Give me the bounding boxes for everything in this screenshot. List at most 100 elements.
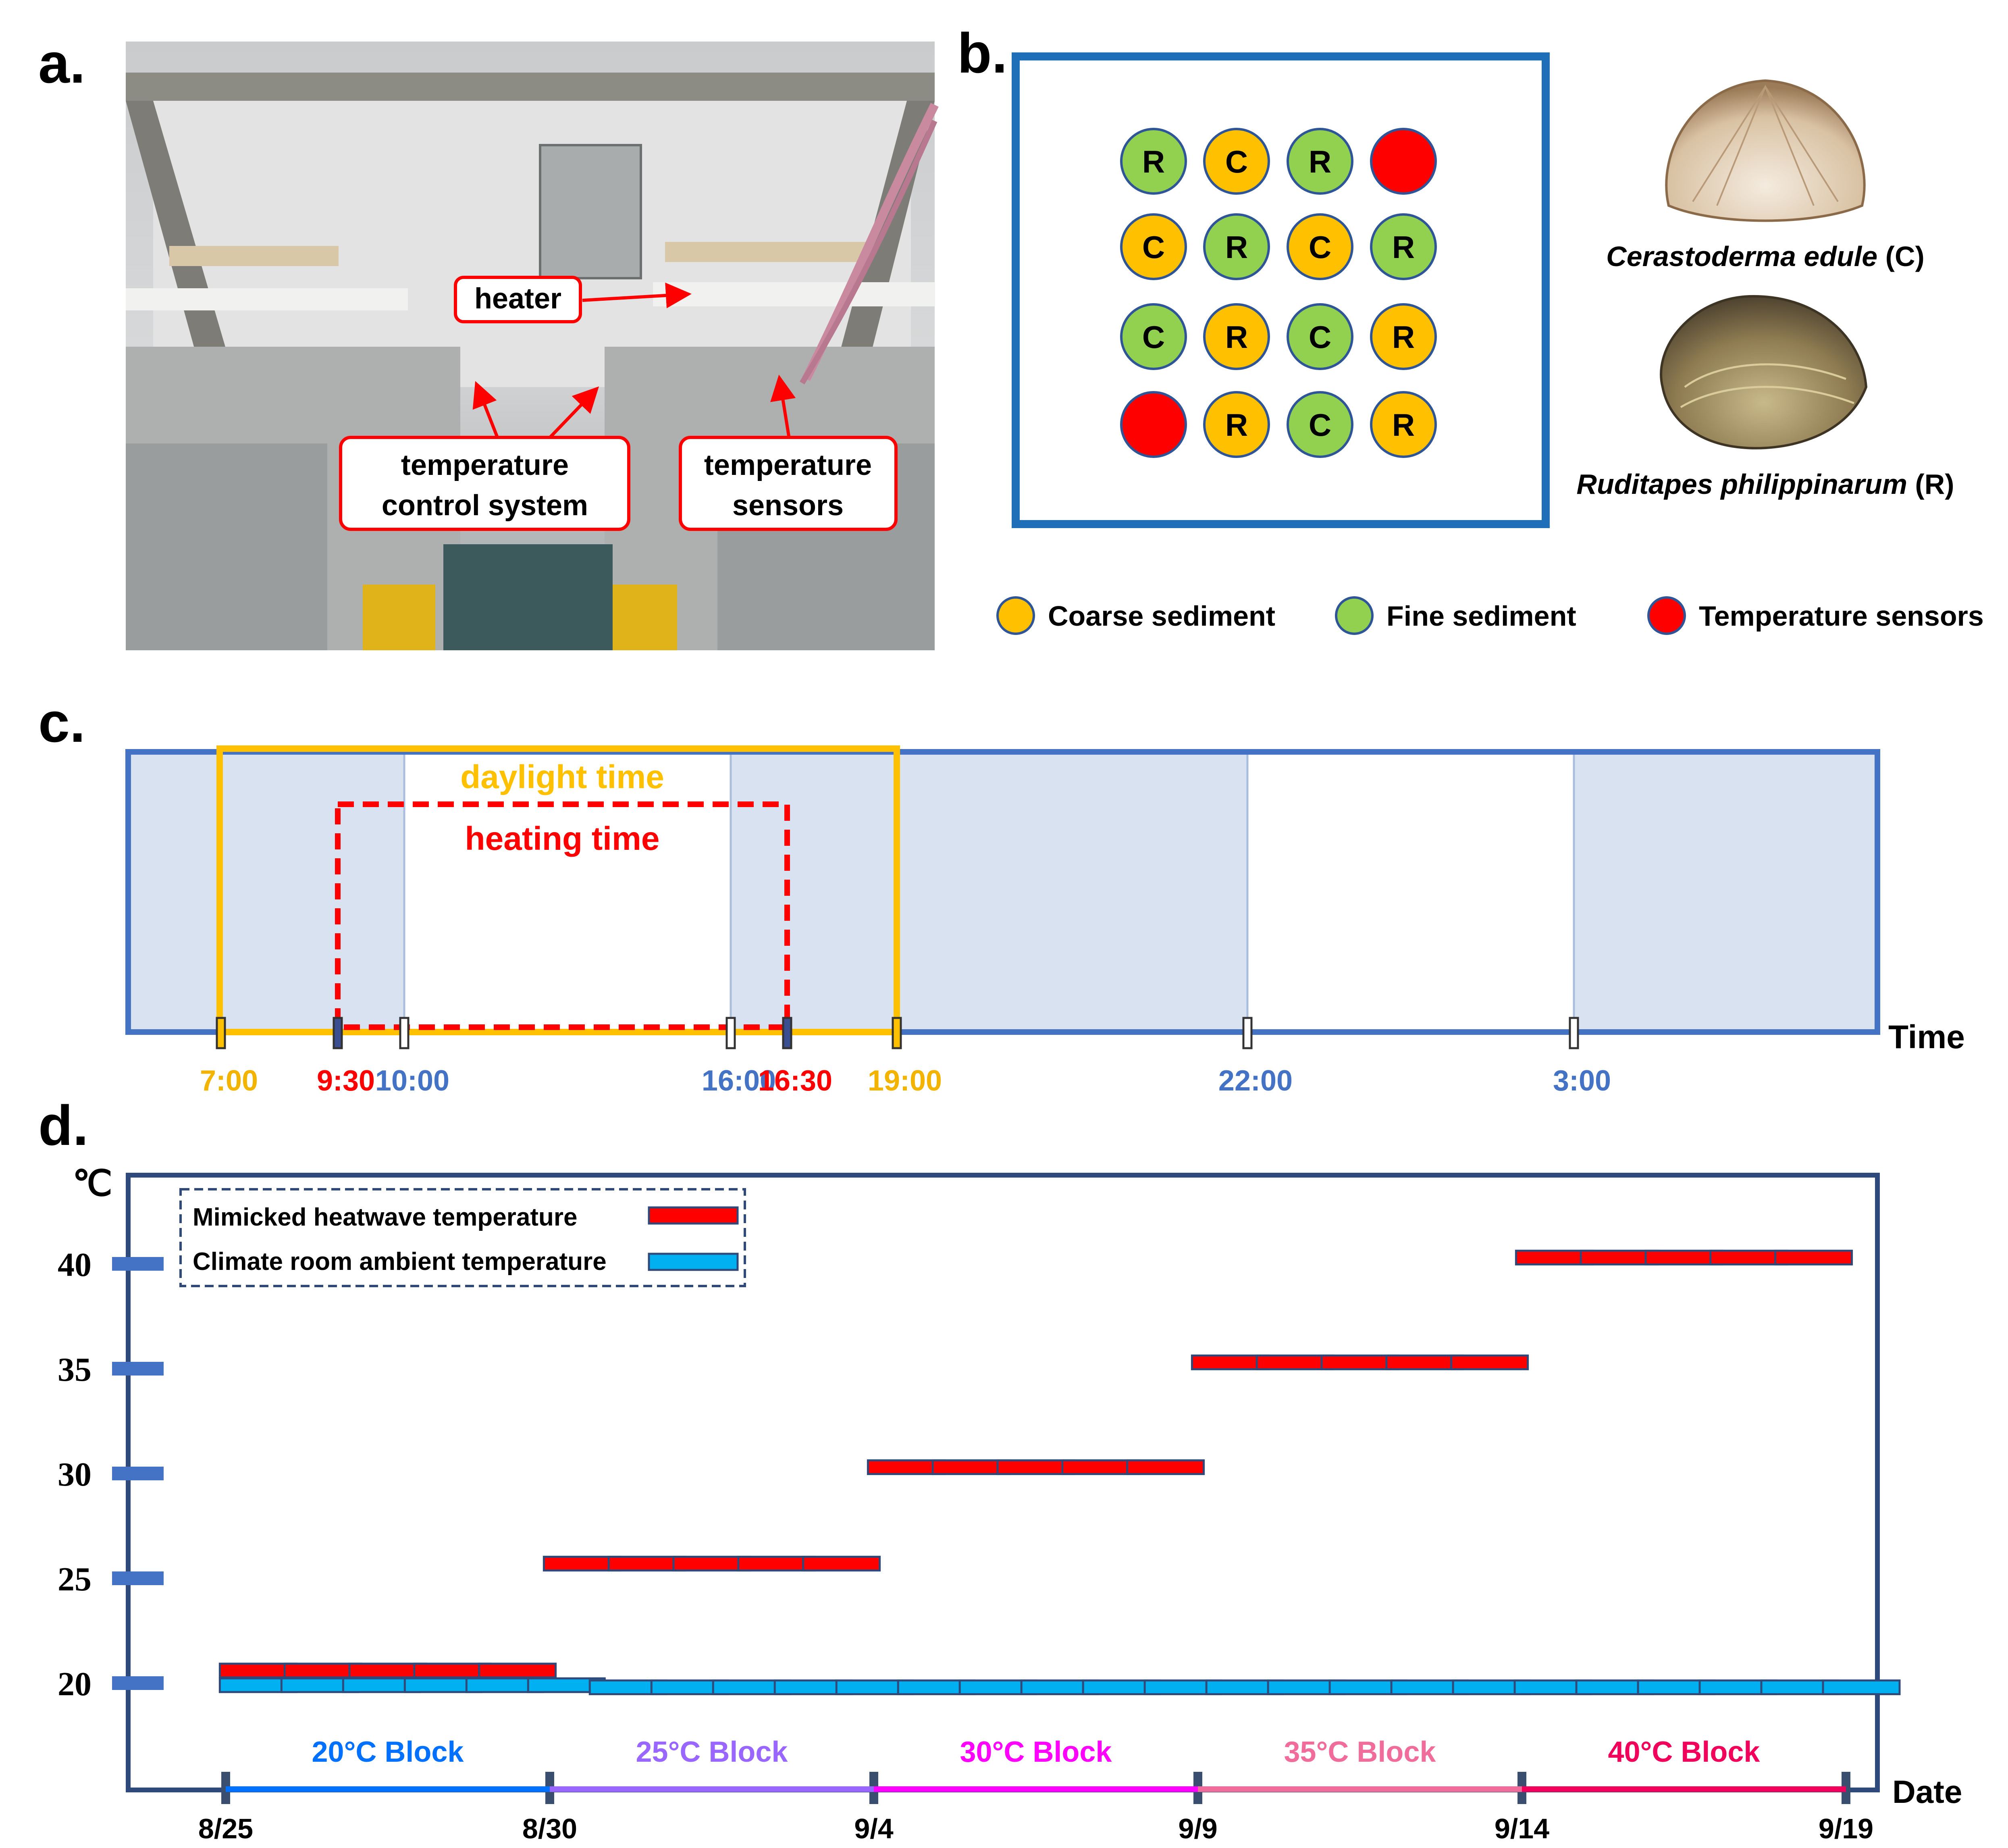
- legend-coarse-swatch: [996, 596, 1035, 635]
- y-tick-label: 35: [58, 1351, 91, 1388]
- grid-cell-coarse: [1203, 128, 1270, 195]
- grid-cell-fine: [1120, 303, 1187, 370]
- legend-sensor-swatch: [1647, 596, 1686, 635]
- sediment-grid: R C R C R C R C R C R R C R: [1120, 128, 1437, 458]
- y-tick-label: 30: [58, 1456, 91, 1493]
- legend-fine-swatch: [1335, 596, 1374, 635]
- timeline-tick-marker: [1242, 1017, 1253, 1049]
- grid-cell-letter: C: [1142, 229, 1165, 265]
- panel-letter-d: d.: [38, 1094, 88, 1157]
- temperature-sensors-label-line2: sensors: [732, 489, 844, 522]
- y-tick-mark: [112, 1571, 164, 1585]
- y-tick-label: 20: [58, 1665, 91, 1703]
- legend-coarse-label: Coarse sediment: [1048, 600, 1275, 632]
- chart-series: [218, 1249, 1901, 1695]
- grid-cell-fine: [1370, 213, 1437, 280]
- heatwave-point: [1126, 1459, 1205, 1475]
- grid-cell-fine: [1287, 303, 1353, 370]
- grid-cell-fine: [1287, 391, 1353, 458]
- x-tick-label: 9/4: [854, 1813, 893, 1844]
- panel-a-photo: [126, 42, 939, 650]
- grid-cell-letter: C: [1309, 407, 1331, 443]
- grid-cell-letter: R: [1309, 144, 1331, 179]
- temperature-control-callout: temperature control system: [339, 436, 630, 531]
- timeline-tick-label: 22:00: [1218, 1065, 1293, 1097]
- cerastoderma-code: (C): [1877, 241, 1925, 272]
- x-tick-label: 9/14: [1495, 1813, 1549, 1844]
- timeline-tick-marker: [725, 1017, 736, 1049]
- heatwave-point: [802, 1556, 881, 1572]
- timeline-tick-label: 19:00: [868, 1065, 942, 1097]
- grid-cell-fine: [1287, 128, 1353, 195]
- grid-cell-letter: R: [1225, 407, 1248, 443]
- panel-letter-a: a.: [38, 31, 85, 95]
- grid-cell-letter: C: [1309, 229, 1331, 265]
- y-tick-mark: [112, 1467, 164, 1480]
- cerastoderma-species-name: Cerastoderma edule: [1606, 241, 1877, 272]
- grid-cell-letter: R: [1392, 319, 1415, 355]
- ruditapes-label: Ruditapes philippinarum (R): [1576, 468, 1954, 500]
- grid-cell-letter: R: [1392, 407, 1415, 443]
- timeline-tick-marker: [1569, 1017, 1579, 1049]
- ruditapes-species-name: Ruditapes philippinarum: [1576, 468, 1907, 500]
- grid-cell-letter: R: [1142, 144, 1165, 179]
- grid-cell-sensor: [1370, 128, 1437, 195]
- heating-time-label: heating time: [465, 820, 660, 857]
- timeline-tick-label: 10:00: [375, 1065, 449, 1097]
- heater-label: heater: [474, 283, 561, 315]
- sediment-legend: Coarse sediment Fine sediment Temperatur…: [996, 596, 1984, 635]
- ruditapes-code: (R): [1907, 468, 1954, 500]
- panel-letter-b: b.: [957, 21, 1007, 85]
- grid-cell-fine: [1203, 213, 1270, 280]
- legend-heatwave-label: Mimicked heatwave temperature: [193, 1203, 578, 1231]
- legend-ambient-label: Climate room ambient temperature: [193, 1248, 607, 1276]
- grid-cell-coarse: [1370, 303, 1437, 370]
- y-axis-unit: ℃: [73, 1164, 112, 1203]
- grid-cell-letter: C: [1309, 319, 1331, 355]
- x-tick-label: 8/30: [522, 1813, 577, 1844]
- legend-sensor-label: Temperature sensors: [1699, 600, 1984, 632]
- timeline-tick-label: 3:00: [1553, 1065, 1611, 1097]
- grid-cell-coarse: [1203, 391, 1270, 458]
- ambient-point: [1822, 1679, 1901, 1695]
- grid-cell-letter: R: [1392, 229, 1415, 265]
- grid-cell-coarse: [1120, 213, 1187, 280]
- grid-cell-letter: C: [1142, 319, 1165, 355]
- y-tick-label: 40: [58, 1246, 91, 1284]
- block-label: 40°C Block: [1608, 1736, 1761, 1768]
- temperature-sensors-callout: temperature sensors: [679, 436, 898, 531]
- grid-cell-letter: R: [1225, 229, 1248, 265]
- temperature-control-label-line1: temperature: [401, 449, 569, 481]
- temperature-control-label-line2: control system: [382, 489, 588, 522]
- cerastoderma-label: Cerastoderma edule (C): [1606, 241, 1925, 272]
- y-tick-mark: [112, 1676, 164, 1690]
- grid-cell-coarse: [1370, 391, 1437, 458]
- heatwave-point: [1774, 1249, 1853, 1265]
- daylight-window: [216, 745, 900, 1035]
- grid-cell-letter: C: [1225, 144, 1248, 179]
- timeline-tick-label: 9:30: [317, 1065, 375, 1097]
- grid-cell-fine: [1120, 128, 1187, 195]
- legend-ambient-swatch: [648, 1253, 739, 1271]
- sediment-layout-frame: [1012, 52, 1550, 528]
- timeline-tick-label: 16:30: [758, 1065, 832, 1097]
- heating-window: [335, 801, 790, 1030]
- timeline-tick-marker: [399, 1017, 409, 1049]
- cerastoderma-shell-image: [1665, 79, 1866, 222]
- block-label: 35°C Block: [1284, 1736, 1436, 1768]
- x-axis-label: Date: [1892, 1774, 1962, 1810]
- grid-cell-coarse: [1203, 303, 1270, 370]
- timeline-tick-marker: [782, 1017, 792, 1049]
- block-label: 20°C Block: [312, 1736, 464, 1768]
- y-tick-label: 25: [58, 1561, 91, 1598]
- heatwave-point: [1450, 1354, 1529, 1370]
- grid-cell-letter: R: [1225, 319, 1248, 355]
- grid-cell-coarse: [1287, 213, 1353, 280]
- legend-fine-label: Fine sediment: [1386, 600, 1576, 632]
- legend-heatwave-swatch: [648, 1206, 739, 1225]
- x-tick-label: 9/9: [1178, 1813, 1217, 1844]
- block-label: 30°C Block: [960, 1736, 1112, 1768]
